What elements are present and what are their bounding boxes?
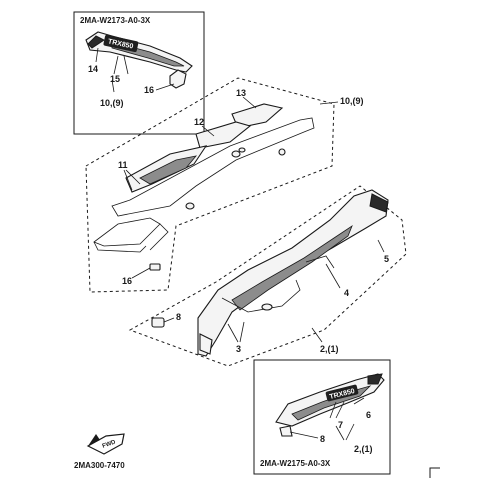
callout-14: 14 [88,64,98,74]
lower-assembly-boundary [128,185,407,367]
callout-2-1-inset: 2,(1) [354,444,373,454]
top-inset: 2MA-W2173-A0-3X TRX850 14 15 16 10,(9) [73,11,205,135]
callout-7: 7 [338,420,343,430]
upper-assembly-boundary [85,77,335,293]
bottom-inset: TRX850 7 6 8 2,(1) 2MA-W2175-A0-3X [253,359,391,475]
callout-3: 3 [236,344,241,354]
callout-15: 15 [110,74,120,84]
lower-assembly: 5 4 8 3 2,(1) [128,185,407,367]
corner-mark [429,467,440,478]
upper-panel-12 [195,121,252,149]
bottom-inset-part-number: 2MA-W2175-A0-3X [260,459,331,468]
callout-16: 16 [122,276,132,286]
callout-8-inset: 8 [320,434,325,444]
fwd-arrow-icon: FWD [86,433,125,455]
bottom-inset-side-cover: TRX850 [275,373,385,437]
upper-stay [111,117,315,217]
clip-16 [149,263,161,271]
callout-2-1: 2,(1) [320,344,339,354]
bottom-inset-frame [253,359,391,475]
callout-10-9-inset: 10,(9) [100,98,124,108]
callout-12: 12 [194,117,204,127]
callout-6: 6 [366,410,371,420]
top-inset-part-number: 2MA-W2173-A0-3X [80,16,151,25]
callout-11: 11 [118,160,128,170]
callout-10-9: 10,(9) [340,96,364,106]
top-inset-side-cover: TRX850 [85,31,193,89]
bottom-inset-decal [325,384,359,402]
callout-4: 4 [344,288,349,298]
grommet [231,150,241,158]
fwd-arrow-label: FWD [102,439,118,450]
top-inset-decal [103,34,139,53]
callout-16-inset: 16 [144,85,154,95]
upper-assembly: 13 12 11 16 10,(9) [85,77,364,293]
callout-13: 13 [236,88,246,98]
upper-stay-lower [93,217,161,247]
lower-side-cover [197,189,389,357]
top-inset-frame [73,11,205,135]
callout-8: 8 [176,312,181,322]
grommet-8 [151,317,165,328]
callout-5: 5 [384,254,389,264]
drawing-number: 2MA300-7470 [74,461,125,470]
